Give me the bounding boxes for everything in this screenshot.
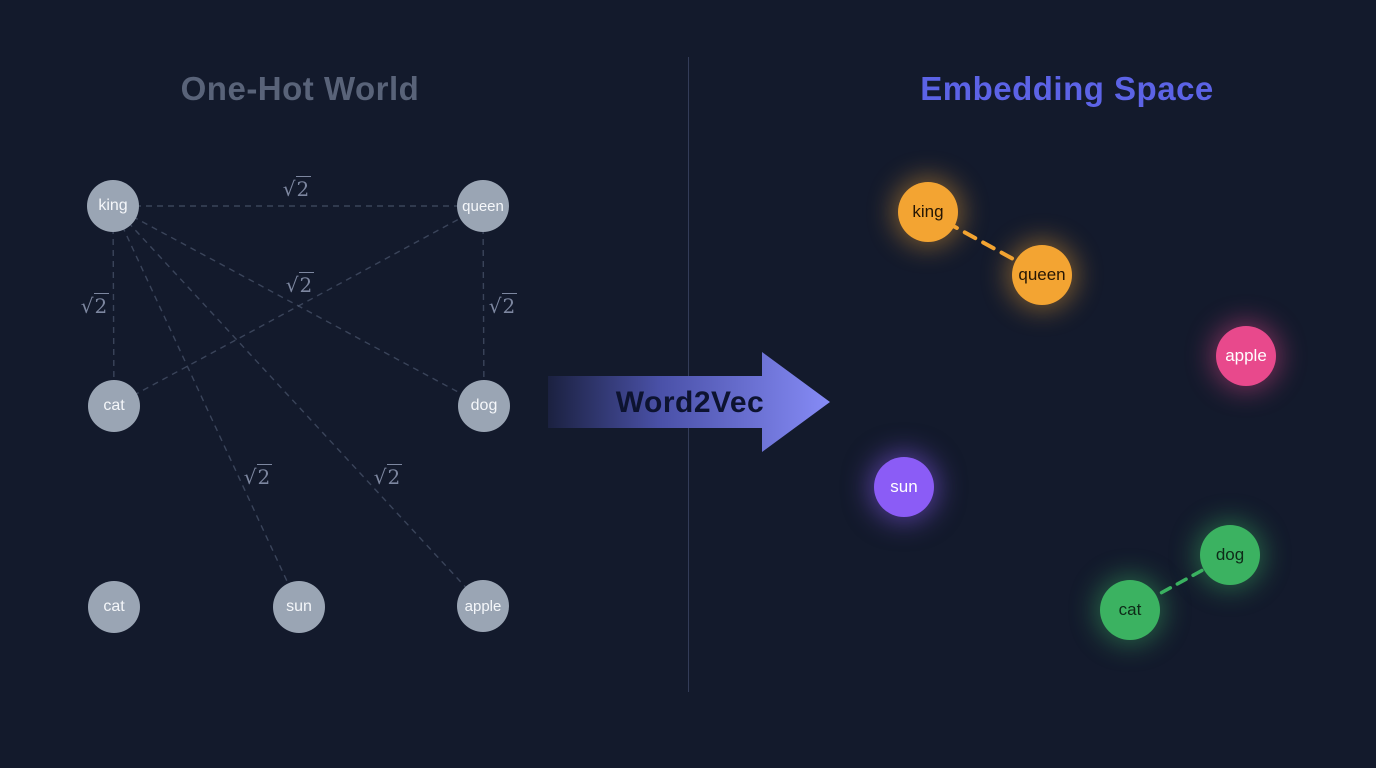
distance-label-center-cross: √2: [285, 272, 315, 297]
onehot-node-cat: cat: [88, 380, 140, 432]
embed-node-queen: queen: [1012, 245, 1072, 305]
distance-label-king-cat: √2: [80, 293, 110, 318]
panel-divider: [688, 57, 689, 692]
onehot-node-king: king: [87, 180, 139, 232]
embed-node-sun: sun: [874, 457, 934, 517]
one-hot-world-title: One-Hot World: [180, 70, 420, 107]
onehot-node-cat2: cat: [88, 581, 140, 633]
edge-king-sun: [112, 205, 300, 608]
edge-cat-queen: [113, 205, 484, 407]
embed-node-king: king: [898, 182, 958, 242]
embed-node-dog: dog: [1200, 525, 1260, 585]
distance-label-king-queen: √2: [282, 176, 312, 201]
distance-label-queen-dog: √2: [488, 293, 518, 318]
edge-king-dog: [112, 205, 485, 407]
embed-node-apple: apple: [1216, 326, 1276, 386]
embed-node-cat: cat: [1100, 580, 1160, 640]
word2vec-label: Word2Vec: [615, 386, 765, 419]
onehot-node-sun: sun: [273, 581, 325, 633]
embedding-space-title: Embedding Space: [920, 70, 1214, 107]
edge-king-apple: [112, 205, 484, 607]
onehot-node-queen: queen: [457, 180, 509, 232]
onehot-node-dog: dog: [458, 380, 510, 432]
distance-label-king-sun: √2: [243, 464, 273, 489]
onehot-node-apple: apple: [457, 580, 509, 632]
distance-label-king-apple: √2: [373, 464, 403, 489]
